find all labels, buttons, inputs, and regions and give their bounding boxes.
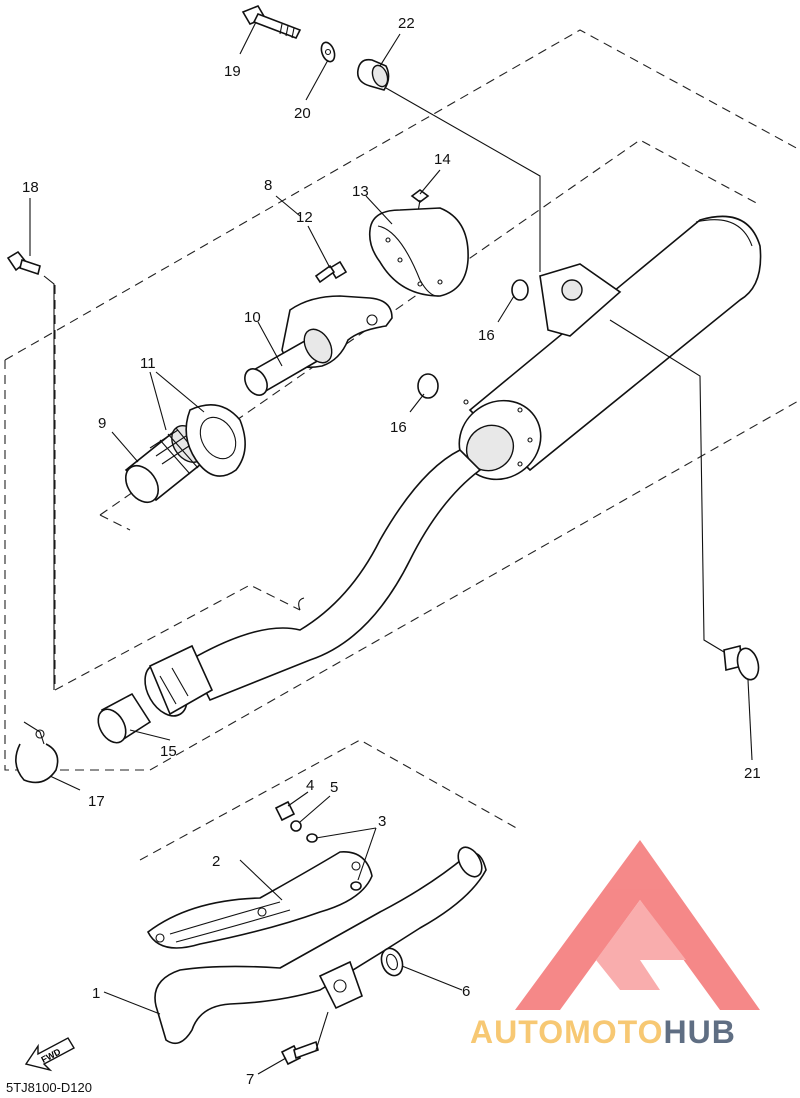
middle-pipe <box>188 449 482 702</box>
part-3-washer-b <box>350 881 362 891</box>
part-4-screw <box>274 800 296 822</box>
callout-13: 13 <box>352 183 369 200</box>
part-16-grommet-upper <box>511 279 529 301</box>
callout-15: 15 <box>160 743 177 760</box>
part-17-clamp <box>15 721 59 784</box>
part-5-washer <box>290 820 302 832</box>
callout-10: 10 <box>244 309 261 326</box>
callout-19: 19 <box>224 63 241 80</box>
part-22-grommet <box>356 58 390 91</box>
callout-20: 20 <box>294 105 311 122</box>
part-14-screw <box>410 189 430 213</box>
part-13-end-cap <box>368 207 469 297</box>
callout-22: 22 <box>398 15 415 32</box>
callout-17: 17 <box>88 793 105 810</box>
part-11-gasket <box>185 404 246 477</box>
callout-16b: 16 <box>390 419 407 436</box>
part-10-baffle-tube <box>244 295 393 396</box>
callout-12: 12 <box>296 209 313 226</box>
callout-14: 14 <box>434 151 451 168</box>
callout-21: 21 <box>744 765 761 782</box>
part-20-washer <box>320 41 336 63</box>
part-6-gasket <box>380 947 404 977</box>
assembly-boundaries <box>4 29 800 861</box>
muffler-bracket <box>539 263 622 337</box>
callout-4: 4 <box>306 777 314 794</box>
part-1-exhaust-pipe <box>154 846 487 1045</box>
callout-2: 2 <box>212 853 220 870</box>
fwd-direction-arrow: FWD <box>24 1030 76 1079</box>
callout-18: 18 <box>22 179 39 196</box>
pipe-joint <box>144 644 214 717</box>
callout-8: 8 <box>264 177 272 194</box>
callout-3: 3 <box>378 813 386 830</box>
logo-word-part1: AUTOMOTO <box>470 1014 664 1050</box>
part-12-bolt <box>314 260 348 284</box>
part-21-bolt <box>723 644 760 681</box>
part-3-washer-a <box>306 833 318 843</box>
callout-9: 9 <box>98 415 106 432</box>
callout-1: 1 <box>92 985 100 1002</box>
muffler-body <box>458 215 762 481</box>
part-7-bolt <box>280 1040 319 1066</box>
callout-labels: 19 20 22 18 8 14 13 12 10 11 9 16 16 15 … <box>22 15 761 1088</box>
automotohub-wordmark: AUTOMOTOHUB <box>470 1014 736 1051</box>
callout-16a: 16 <box>478 327 495 344</box>
leader-lines <box>29 21 753 1075</box>
part-18-bolt <box>6 250 41 276</box>
callout-7: 7 <box>246 1071 254 1088</box>
part-15-sleeve <box>97 692 152 744</box>
callout-6: 6 <box>462 983 470 1000</box>
callout-11: 11 <box>140 355 156 372</box>
part-2-heat-protector <box>146 851 373 949</box>
part-16-grommet-lower <box>417 373 439 399</box>
logo-word-part2: HUB <box>663 1014 736 1050</box>
callout-5: 5 <box>330 779 338 796</box>
part-19-bolt <box>241 5 302 40</box>
automotohub-logo-mark <box>515 840 760 1010</box>
diagram-code: 5TJ8100-D120 <box>6 1080 92 1095</box>
